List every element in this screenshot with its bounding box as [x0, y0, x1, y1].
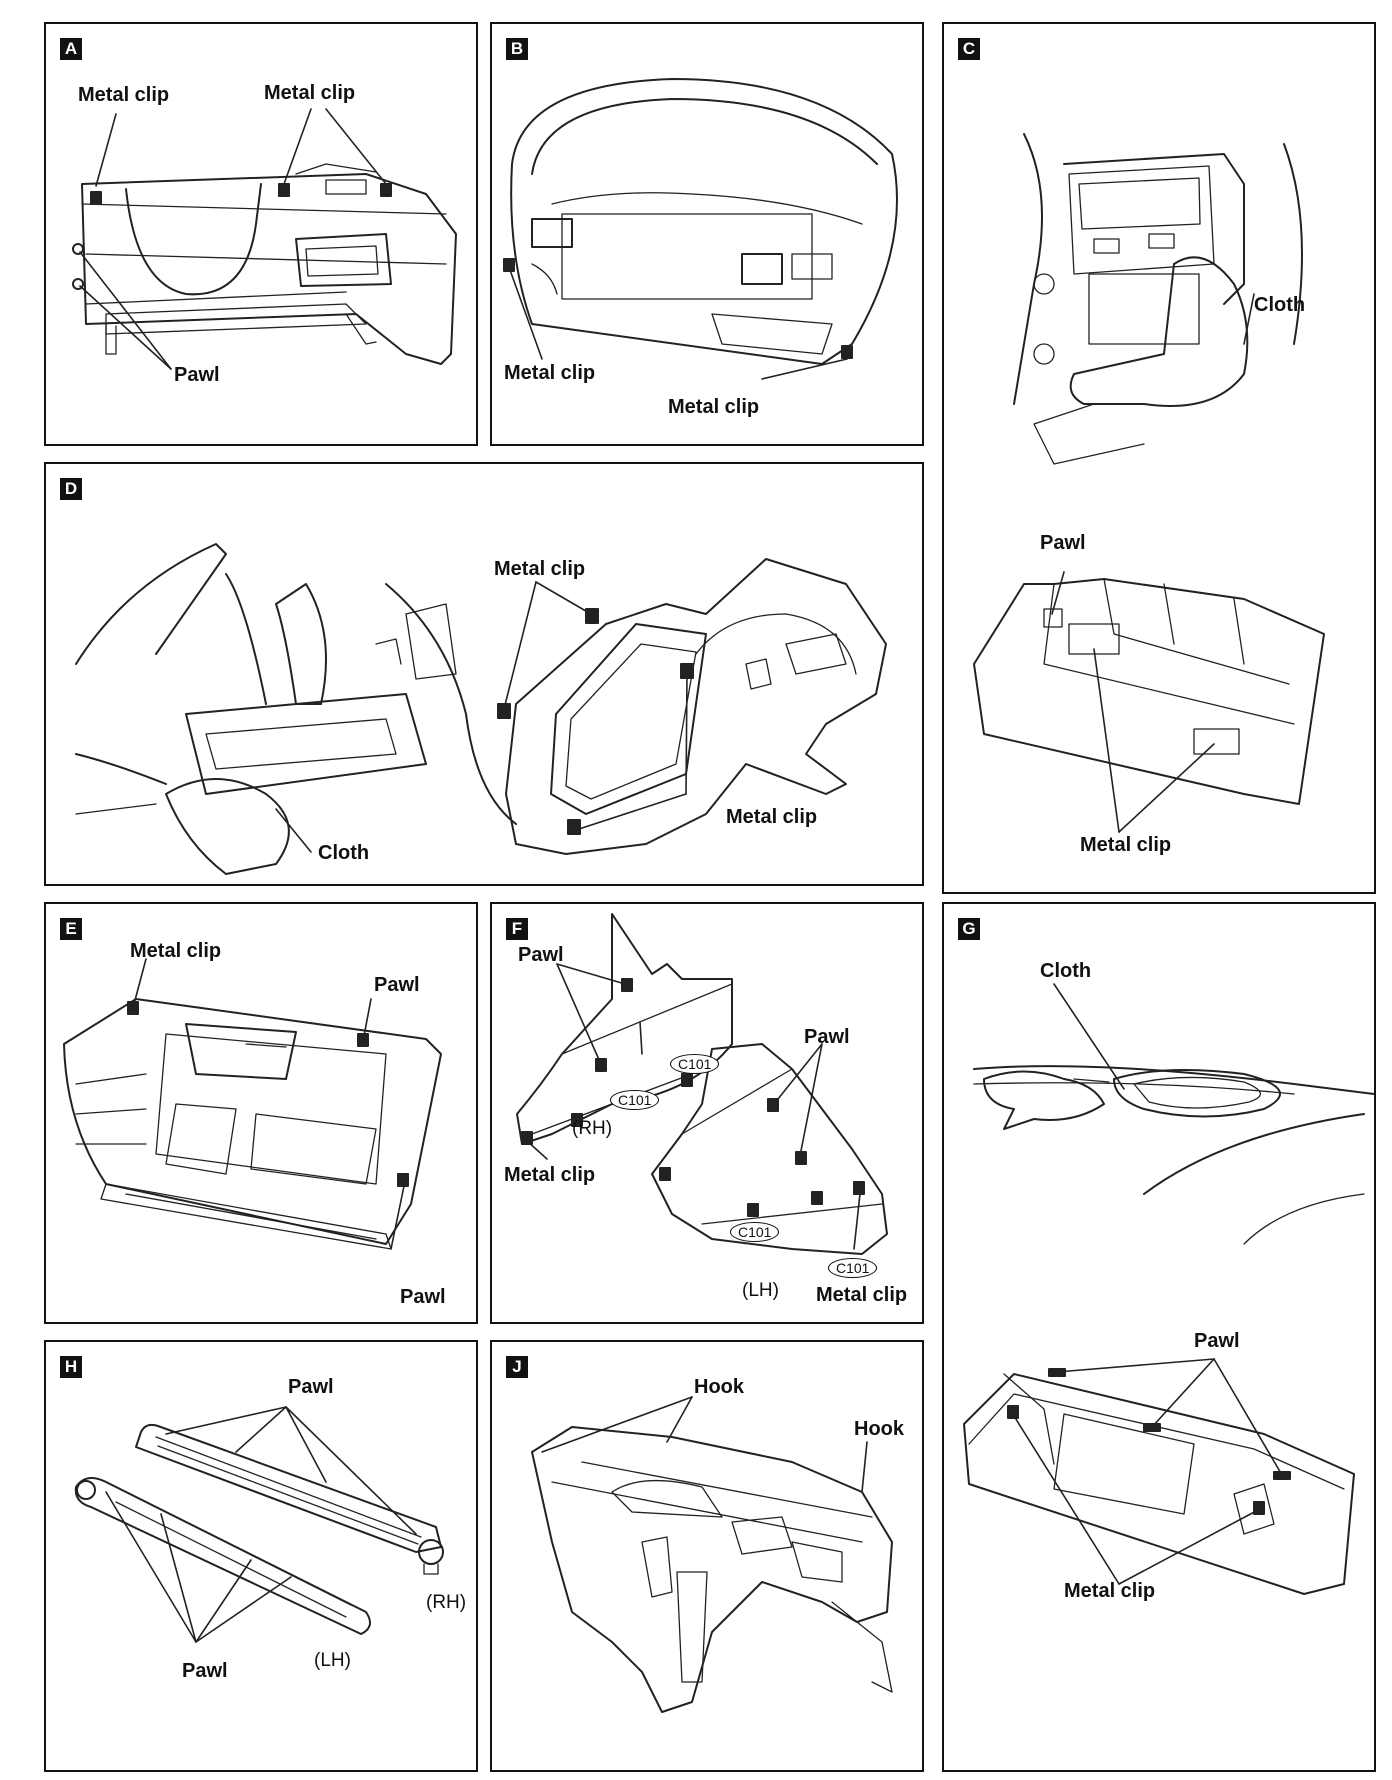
- label-pawl: Pawl: [1040, 532, 1086, 554]
- label-pawl: Pawl: [374, 974, 420, 996]
- label-hook: Hook: [854, 1418, 904, 1440]
- panel-tag: A: [60, 38, 82, 60]
- panel-tag: F: [506, 918, 528, 940]
- lower-instrument-panel-drawing: [72, 108, 457, 370]
- label-metal-clip: Metal clip: [78, 84, 170, 106]
- panel-tag: C: [958, 38, 980, 60]
- panel-c: C Cloth Pawl Metal clip: [942, 22, 1376, 894]
- label-lh: (LH): [314, 1650, 351, 1671]
- label-metal-clip: Metal clip: [504, 1164, 596, 1186]
- panel-d: D Cloth Metal clip Metal clip: [44, 462, 924, 886]
- cluster-lid-drawing: [503, 78, 898, 380]
- label-metal-clip: Metal clip: [130, 940, 222, 962]
- label-hook: Hook: [694, 1376, 744, 1398]
- passenger-airbag-lid-drawing: [963, 983, 1374, 1595]
- panel-g: G Cloth Pawl Metal clip: [942, 902, 1376, 1772]
- label-pawl: Pawl: [400, 1286, 446, 1308]
- label-pawl: Pawl: [518, 944, 564, 966]
- panel-tag: G: [958, 918, 980, 940]
- instrument-panel-assembly-drawing: [531, 1396, 893, 1713]
- console-finisher-drawing: [75, 543, 887, 875]
- glove-box-drawing: [63, 958, 442, 1250]
- label-rh: (RH): [426, 1592, 467, 1613]
- label-metal-clip: Metal clip: [1064, 1580, 1156, 1602]
- connector-c101: C101: [670, 1054, 720, 1074]
- label-cloth: Cloth: [1040, 960, 1092, 982]
- label-pawl: Pawl: [1194, 1330, 1240, 1352]
- panel-a: A Metal clip Metal clip Pawl: [44, 22, 478, 446]
- label-pawl: Pawl: [174, 364, 220, 386]
- connector-c101: C101: [610, 1090, 660, 1110]
- connector-c101: C101: [828, 1258, 878, 1278]
- panel-tag: H: [60, 1356, 82, 1378]
- panel-f: F Pawl Pawl Metal clip Metal clip (RH) (…: [490, 902, 924, 1324]
- label-metal-clip: Metal clip: [1080, 834, 1172, 856]
- label-pawl: Pawl: [288, 1376, 334, 1398]
- label-metal-clip: Metal clip: [504, 362, 596, 384]
- label-pawl: Pawl: [182, 1660, 228, 1682]
- panel-tag: B: [506, 38, 528, 60]
- connector-c101: C101: [730, 1222, 780, 1242]
- side-ventilator-grille-drawing: [74, 1406, 444, 1643]
- label-metal-clip: Metal clip: [264, 82, 356, 104]
- label-rh: (RH): [572, 1118, 613, 1139]
- panel-j: J Hook Hook: [490, 1340, 924, 1772]
- label-pawl: Pawl: [804, 1026, 850, 1048]
- label-lh: (LH): [742, 1280, 779, 1301]
- label-metal-clip: Metal clip: [668, 396, 760, 418]
- label-metal-clip: Metal clip: [816, 1284, 908, 1306]
- panel-b: B Metal clip Metal clip: [490, 22, 924, 446]
- center-vent-drawing: [973, 133, 1325, 833]
- label-metal-clip: Metal clip: [494, 558, 586, 580]
- panel-tag: J: [506, 1356, 528, 1378]
- label-cloth: Cloth: [1254, 294, 1306, 316]
- panel-tag: D: [60, 478, 82, 500]
- label-cloth: Cloth: [318, 842, 370, 864]
- panel-tag: E: [60, 918, 82, 940]
- panel-e: E Metal clip Pawl Pawl: [44, 902, 478, 1324]
- panel-h: H Pawl Pawl (RH) (LH): [44, 1340, 478, 1772]
- label-metal-clip: Metal clip: [726, 806, 818, 828]
